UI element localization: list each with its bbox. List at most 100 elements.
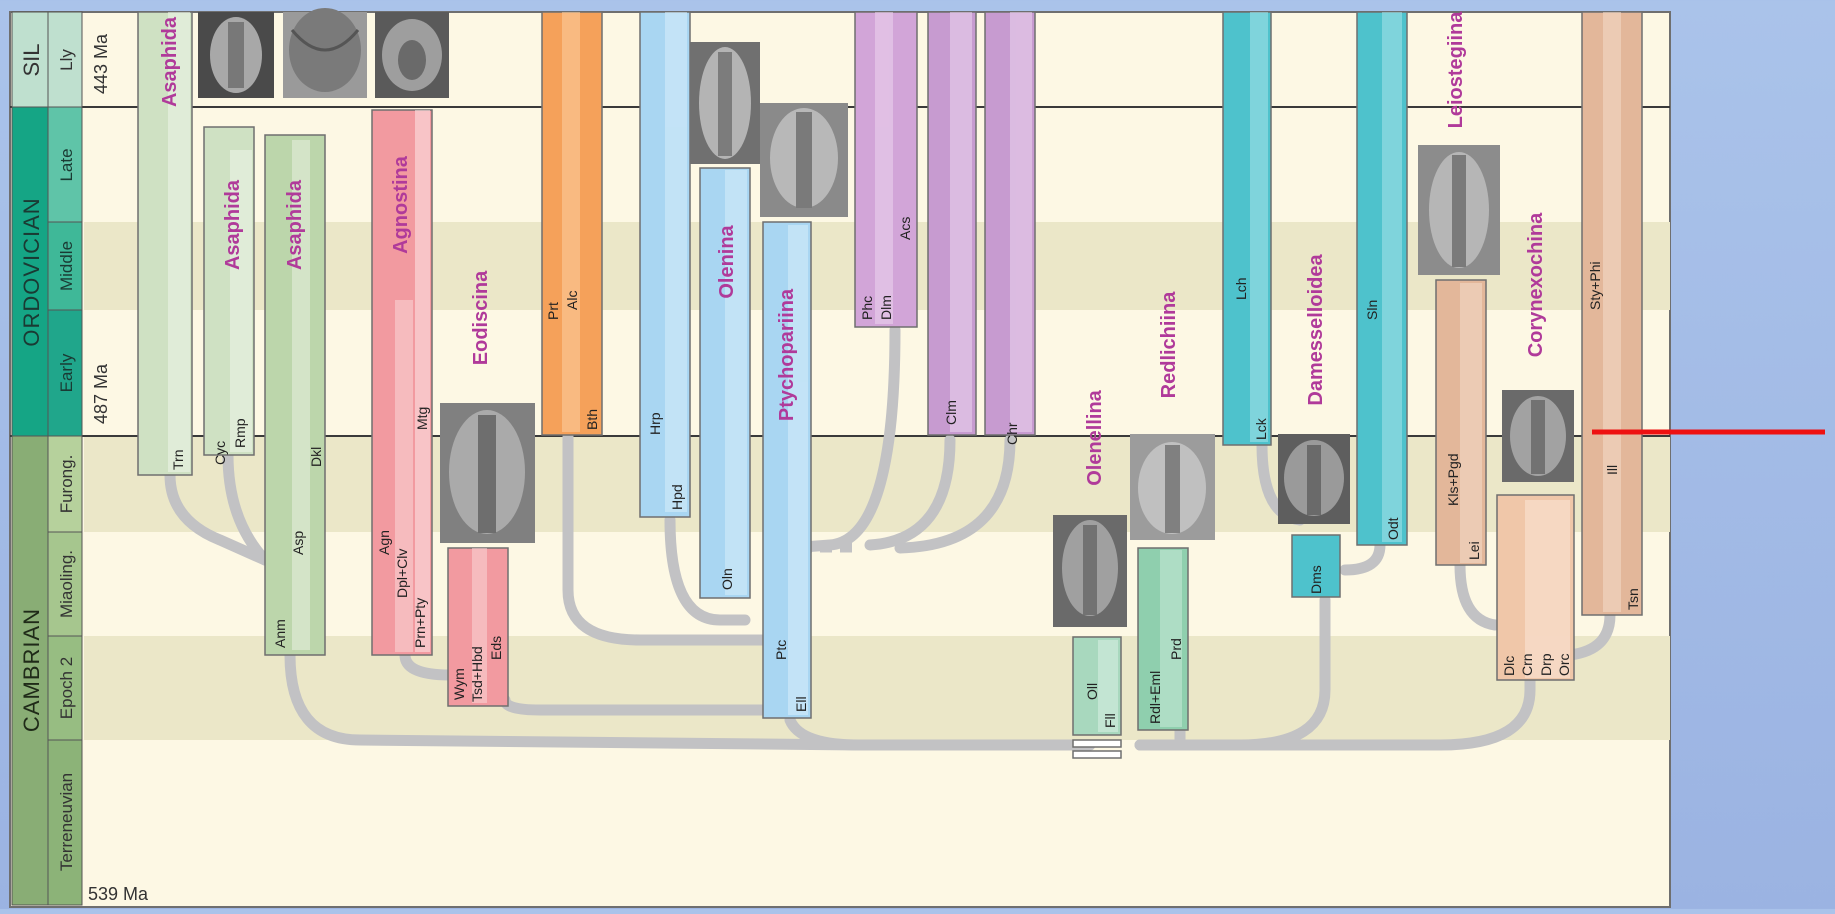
fossil-photo-3-glabella — [398, 40, 426, 80]
period-cam-label: CAMBRIAN — [19, 608, 44, 732]
epoch-lly-label: Lly — [57, 49, 76, 71]
fossil-photo-damesselloidea-axis — [1307, 445, 1321, 515]
epoch-terreneuvian-cell — [47, 739, 83, 906]
connector-chr-ptc — [894, 434, 1016, 554]
taxon-mtg: Mtg — [414, 407, 430, 430]
fossil-photo-eodiscina-axis — [478, 415, 496, 533]
order-label-redlichiina: Redlichiina — [1158, 291, 1180, 399]
taxon-eds: Eds — [488, 636, 504, 660]
order-label-asaphida-top: Asaphida — [159, 16, 181, 107]
taxon-ptc: Ptc — [773, 640, 789, 660]
epoch-middle-label: Middle — [57, 241, 76, 291]
order-label-asaphida-mid: Asaphida — [222, 179, 244, 270]
fossil-photo-2-rib — [290, 29, 360, 52]
taxon-oln: Oln — [719, 568, 735, 590]
fossil-photo-eodiscina — [440, 403, 535, 543]
connector-lei-dlc — [1454, 559, 1501, 631]
connector-acs-ptc — [784, 324, 901, 554]
taxon-odt: Odt — [1385, 517, 1401, 540]
stripe-sty — [1603, 12, 1621, 612]
epoch-middle-cell — [47, 221, 83, 311]
fossil-photo-olenina-axis — [718, 52, 732, 156]
taxon-agn: Agn — [376, 530, 392, 555]
taxon-ill: Ill — [1604, 465, 1620, 475]
stripe-chr — [1010, 12, 1032, 432]
stripe-oln — [725, 170, 747, 595]
taxon-hrp: Hrp — [647, 412, 663, 435]
taxon-prd: Prd — [1168, 638, 1184, 660]
fossil-photo-redlichiina — [1130, 434, 1215, 540]
fossil-photos — [198, 8, 1574, 627]
fossil-photo-corynexochina-axis — [1531, 400, 1545, 474]
taxon-dlm: Dlm — [878, 295, 894, 320]
epoch-late-label: Late — [57, 148, 76, 181]
order-label-agnostina: Agnostina — [390, 155, 412, 254]
order-label-asaphida-lower: Asaphida — [284, 179, 306, 270]
band-epoch2 — [84, 636, 1670, 740]
order-label-damesselloidea: Damesselloidea — [1305, 254, 1327, 406]
connector-dlc-root — [1134, 674, 1536, 751]
taxon-wym: Wym — [451, 668, 467, 700]
taxon-lei: Lei — [1466, 541, 1482, 560]
taxon-styphi: Sty+Phi — [1587, 261, 1603, 310]
order-label-ptychopariina: Ptychopariina — [776, 288, 798, 421]
order-label-eodiscina: Eodiscina — [470, 270, 492, 365]
taxon-tsn: Tsn — [1625, 588, 1641, 610]
taxon-cyc: Cyc — [212, 441, 228, 465]
stripe-clm — [950, 12, 972, 432]
fossil-photo-olenellina — [1053, 515, 1127, 627]
fossil-photo-redlichiina-axis — [1165, 445, 1180, 533]
connector-trn-anm — [164, 469, 271, 566]
taxon-dms: Dms — [1308, 565, 1324, 594]
taxon-anm: Anm — [272, 619, 288, 648]
stripe-alc — [562, 12, 580, 432]
stripe-corynexochina — [1525, 500, 1570, 678]
age-label-487: 487 Ma — [91, 363, 111, 424]
connector-agn-wym — [399, 649, 456, 681]
epoch-lly-cell — [47, 11, 83, 108]
fossil-photo-olenellina-axis — [1083, 525, 1097, 615]
taxon-tsdhbd: Tsd+Hbd — [469, 646, 485, 702]
epoch-epoch2-cell — [47, 635, 83, 741]
taxon-lch: Lch — [1233, 277, 1249, 300]
connector-ptc-root — [784, 714, 1096, 751]
bar-dms — [1291, 534, 1341, 598]
epoch-column: Lly Late Middle Early Furong. Miaoling. … — [47, 11, 83, 906]
stripe-oll — [1098, 640, 1118, 732]
taxon-labels: Trn Cyc Rmp Asp Dkl Anm Agn Dpl+Clv Prn+… — [170, 217, 1641, 728]
taxon-asp: Asp — [290, 531, 306, 555]
epoch-miaoling-label: Miaoling. — [57, 550, 76, 618]
stripe-asp — [292, 140, 310, 650]
mini-bar-1 — [1072, 739, 1122, 748]
order-labels: Asaphida Asaphida Asaphida Agnostina Eod… — [159, 11, 1547, 486]
order-label-olenellina: Olenellina — [1084, 389, 1106, 485]
age-label-539: 539 Ma — [88, 884, 149, 904]
stripe-ptc — [788, 225, 808, 715]
taxon-phc: Phc — [859, 296, 875, 320]
taxon-dkl: Dkl — [308, 447, 324, 467]
stripe-wym — [472, 548, 487, 703]
taxon-oll: Oll — [1084, 683, 1100, 700]
connector-bth-ptc — [562, 429, 771, 646]
taxon-lck: Lck — [1253, 417, 1269, 440]
epoch-epoch2-label: Epoch 2 — [57, 657, 76, 719]
taxon-orc: Orc — [1556, 653, 1572, 676]
taxon-klspgd: Kls+Pgd — [1445, 453, 1461, 506]
stripe-sln — [1382, 12, 1402, 542]
epoch-terreneuvian-label: Terreneuvian — [57, 773, 76, 871]
taxon-prt: Prt — [545, 302, 561, 320]
taxon-prnpty: Prn+Pty — [412, 598, 428, 648]
epoch-early-cell — [47, 309, 83, 437]
stripe-lch — [1250, 12, 1268, 442]
fossil-photo-damesselloidea — [1278, 434, 1350, 524]
connector-tsn-orc — [1564, 609, 1616, 661]
taxon-bth: Bth — [584, 409, 600, 430]
order-label-leiostegiina: Leiostegiina — [1445, 11, 1467, 129]
period-sil-label: SIL — [19, 43, 44, 76]
fossil-photo-corynexochina — [1502, 390, 1574, 482]
period-column: SIL ORDOVICIAN CAMBRIAN — [11, 11, 49, 906]
stripe-agn — [395, 300, 413, 652]
taxon-sln: Sln — [1364, 300, 1380, 320]
stripe-cyc — [230, 150, 252, 452]
